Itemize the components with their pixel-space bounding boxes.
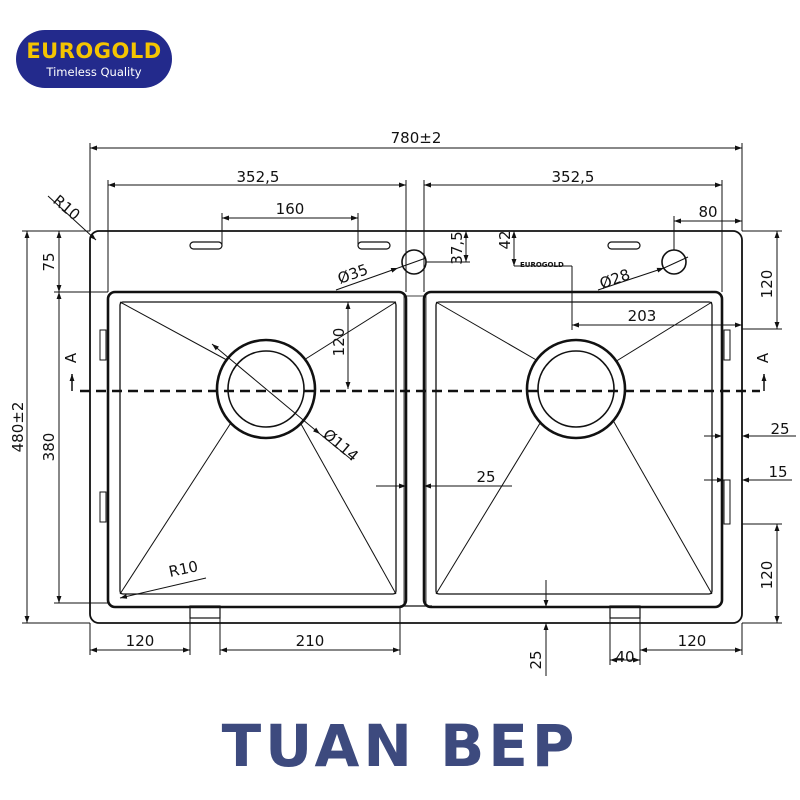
dim-tap-hole-height: 42: [496, 230, 514, 249]
dim-side-hole-distance: 203: [628, 307, 657, 325]
dim-drain-offset: 120: [330, 328, 348, 357]
footer-brand: TUAN BEP: [221, 712, 579, 780]
right-drain: [525, 338, 627, 440]
bottom-clip-left: [189, 605, 221, 619]
dim-hole-spacing: 160: [276, 200, 305, 218]
dim-right-wall-15: 15: [768, 463, 787, 481]
side-hole: [661, 249, 687, 275]
bottom-clip-right: [609, 605, 641, 619]
dim-side-hole-diameter: Ø28: [597, 265, 632, 292]
mount-slot-left: [189, 241, 223, 250]
dim-left-bowl-width: 352,5: [237, 168, 280, 186]
mount-slot-center: [357, 241, 391, 250]
dim-drain-diameter: Ø114: [319, 425, 362, 465]
dim-bowl-depth: 380: [40, 433, 58, 462]
brand-logo: EUROGOLD Timeless Quality: [16, 30, 172, 88]
dim-right-top-offset: 120: [758, 270, 776, 299]
brand-name: EUROGOLD: [26, 39, 162, 63]
dim-overall-width: 780±2: [391, 129, 442, 147]
dim-center-divider: 25: [476, 468, 495, 486]
dim-corner-radius-bowl: R10: [167, 557, 200, 581]
dim-right-bowl-width: 352,5: [552, 168, 595, 186]
dim-bottom-right-120: 120: [678, 632, 707, 650]
sink-outer-outline: [89, 230, 743, 624]
brand-tagline: Timeless Quality: [46, 65, 142, 79]
section-mark-right: A: [754, 352, 772, 363]
eurogold-stamp: EUROGOLD: [520, 261, 564, 269]
sink-technical-drawing: A A 780±2 352,5 352,5 160 80 R10 480±2 7…: [9, 129, 796, 676]
dim-bottom-25: 25: [527, 650, 545, 669]
dim-side-hole-offset: 80: [698, 203, 717, 221]
dim-left-bottom-offset: 120: [126, 632, 155, 650]
dim-tap-hole-offset: 37,5: [448, 231, 466, 264]
dim-right-bottom-offset: 120: [758, 561, 776, 590]
dim-top-margin: 75: [40, 252, 58, 271]
dim-overall-height: 480±2: [9, 402, 27, 453]
section-mark-left: A: [62, 352, 80, 363]
dim-corner-radius-top: R10: [49, 191, 83, 224]
dim-bottom-span: 210: [296, 632, 325, 650]
right-bowl: [422, 290, 731, 609]
dim-right-wall-25: 25: [770, 420, 789, 438]
dim-bottom-clip-40: 40: [615, 648, 634, 666]
mount-slot-right: [607, 241, 641, 250]
